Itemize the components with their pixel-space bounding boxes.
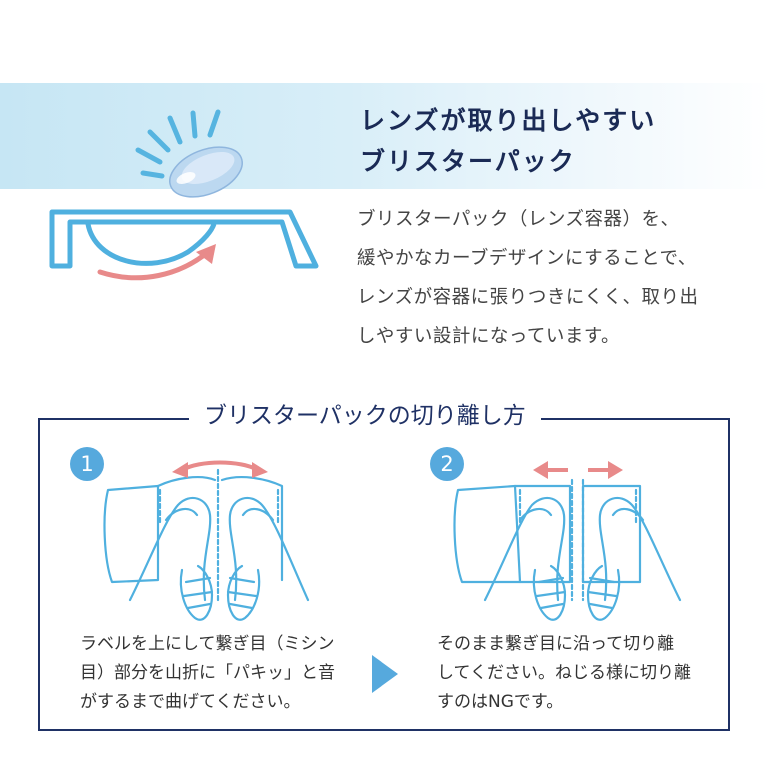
step-2-text-line-1: そのまま繋ぎ目に沿って切り離	[437, 634, 675, 654]
sparkle-lines-icon	[135, 109, 221, 179]
next-step-triangle-icon	[372, 655, 398, 693]
headline-line-1: レンズが取り出しやすい	[360, 106, 657, 135]
headline-line-2: ブリスターパック	[360, 147, 576, 176]
step-1-text-line-2: 目）部分を山折に「パキッ」と音	[80, 663, 335, 683]
description-line-1: ブリスターパック（レンズ容器）を、	[357, 209, 680, 230]
step-1-badge: 1	[70, 447, 104, 481]
step-2-text-line-3: すのはNGです。	[437, 692, 564, 712]
header-banner	[0, 83, 770, 189]
description-line-4: しやすい設計になっています。	[357, 326, 621, 347]
step-1-text-line-1: ラベルを上にして繋ぎ目（ミシン	[80, 634, 335, 654]
step-2-text-line-2: してください。ねじる様に切り離	[437, 663, 691, 683]
curve-arrow-icon	[97, 244, 216, 281]
description-line-3: レンズが容器に張りつきにくく、取り出	[357, 287, 699, 308]
contact-lens-icon	[169, 146, 243, 198]
description-line-2: 緩やかなカーブデザインにすることで、	[357, 248, 697, 269]
step-2-badge: 2	[430, 447, 464, 481]
step-1-text-line-3: がするまで曲げてください。	[80, 692, 301, 712]
section-title: ブリスターパックの切り離し方	[189, 401, 541, 431]
